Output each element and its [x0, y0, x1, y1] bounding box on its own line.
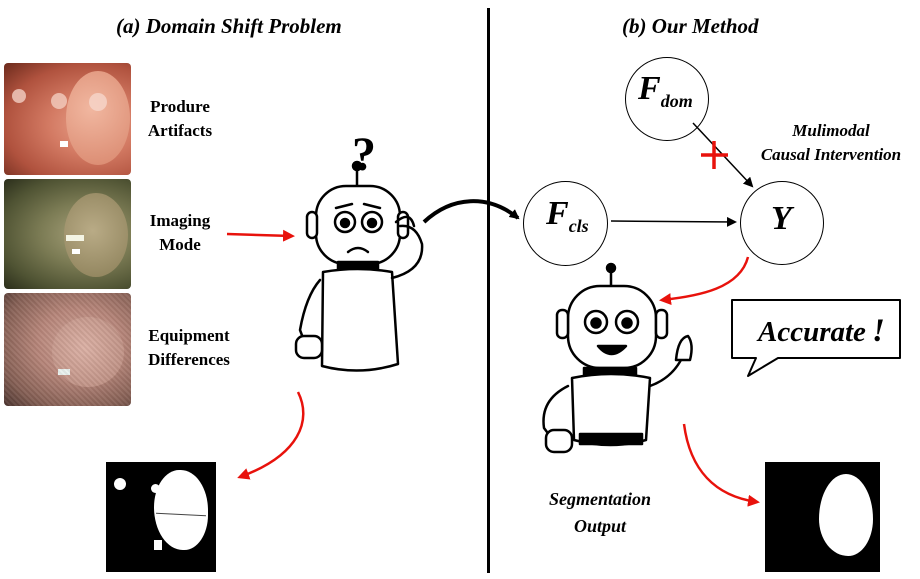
label-equipment-differences: Equipment Differences	[133, 324, 245, 372]
label-imaging-mode: Imaging Mode	[133, 209, 227, 257]
speech-bubble-text: Accurate!	[758, 313, 885, 349]
segmentation-mask-accurate	[765, 462, 880, 572]
happy-robot-icon	[542, 262, 693, 454]
arrow-y-to-robot	[659, 256, 750, 306]
output-label-line2: Output	[573, 516, 627, 536]
left-panel-title: (a) Domain Shift Problem	[116, 14, 342, 38]
endoscopy-image-imaging-mode	[4, 179, 131, 289]
endoscopy-image-equipment	[4, 293, 131, 406]
label-equipment-line1: Equipment	[148, 326, 230, 345]
node-y-label: Y	[771, 200, 792, 237]
endoscopy-image-artifacts	[4, 63, 131, 175]
arrow-imaging-to-robot	[226, 229, 295, 242]
label-equipment-line2: Differences	[148, 350, 230, 369]
intervention-label: Mulimodal Causal Intervention	[738, 119, 920, 167]
node-f-dom-label: Fdom	[638, 70, 693, 111]
speech-bubble	[731, 299, 901, 377]
right-panel-title: (b) Our Method	[622, 14, 759, 38]
segmentation-mask-poor	[106, 462, 216, 572]
node-f-cls	[523, 181, 608, 266]
label-procedure-line1: Produre	[150, 97, 210, 116]
segmentation-output-label: Segmentation Output	[520, 486, 680, 540]
label-procedure-artifacts: Produre Artifacts	[133, 95, 227, 143]
output-label-line1: Segmentation	[548, 489, 651, 509]
arrow-fcls-to-y	[610, 216, 737, 227]
arrow-robot-to-fcls	[422, 199, 520, 224]
label-procedure-line2: Artifacts	[147, 121, 213, 140]
node-f-dom	[625, 57, 709, 141]
confused-robot-icon	[294, 160, 424, 372]
intervention-label-line2: Causal Intervention	[760, 145, 902, 164]
intervention-cross-icon	[701, 141, 728, 169]
arrow-robot-to-poor-mask	[237, 391, 305, 480]
node-y	[740, 181, 824, 265]
label-imaging-line1: Imaging	[149, 211, 211, 230]
question-mark: ?	[352, 128, 376, 181]
label-imaging-line2: Mode	[159, 235, 201, 254]
panel-divider	[487, 8, 490, 573]
intervention-label-line1: Mulimodal	[792, 121, 870, 140]
node-f-cls-label: Fcls	[546, 195, 589, 236]
arrow-robot-to-good-mask	[682, 423, 760, 507]
